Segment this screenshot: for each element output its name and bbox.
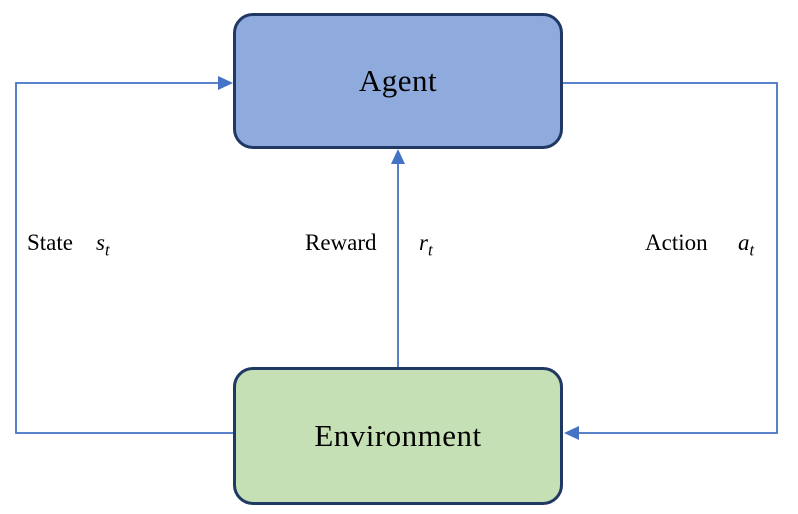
reward-variable-subscript: t (427, 240, 433, 260)
state-arrowhead-icon (218, 76, 233, 90)
reward-edge-label: Reward (305, 230, 377, 255)
state-edge-label: State (27, 230, 73, 255)
reward-arrow (391, 149, 405, 367)
environment-node: Environment (233, 367, 563, 505)
action-arrow (563, 82, 778, 440)
reward-arrowhead-icon (391, 149, 405, 164)
action-variable: at (738, 230, 754, 258)
state-variable: st (96, 230, 110, 258)
action-variable-subscript: t (749, 240, 755, 260)
agent-node-label: Agent (358, 63, 438, 98)
agent-node: Agent (233, 13, 563, 149)
state-variable-letter: s (96, 230, 105, 255)
state-variable-subscript: t (104, 240, 110, 260)
action-variable-letter: a (738, 230, 750, 255)
action-arrow-line (563, 82, 778, 434)
reward-variable-letter: r (419, 230, 428, 255)
action-arrowhead-icon (564, 426, 579, 440)
state-arrow (15, 76, 233, 434)
reward-variable: rt (419, 230, 433, 258)
action-edge-label: Action (645, 230, 708, 255)
state-arrow-line (15, 82, 233, 434)
environment-node-label: Environment (314, 418, 482, 453)
